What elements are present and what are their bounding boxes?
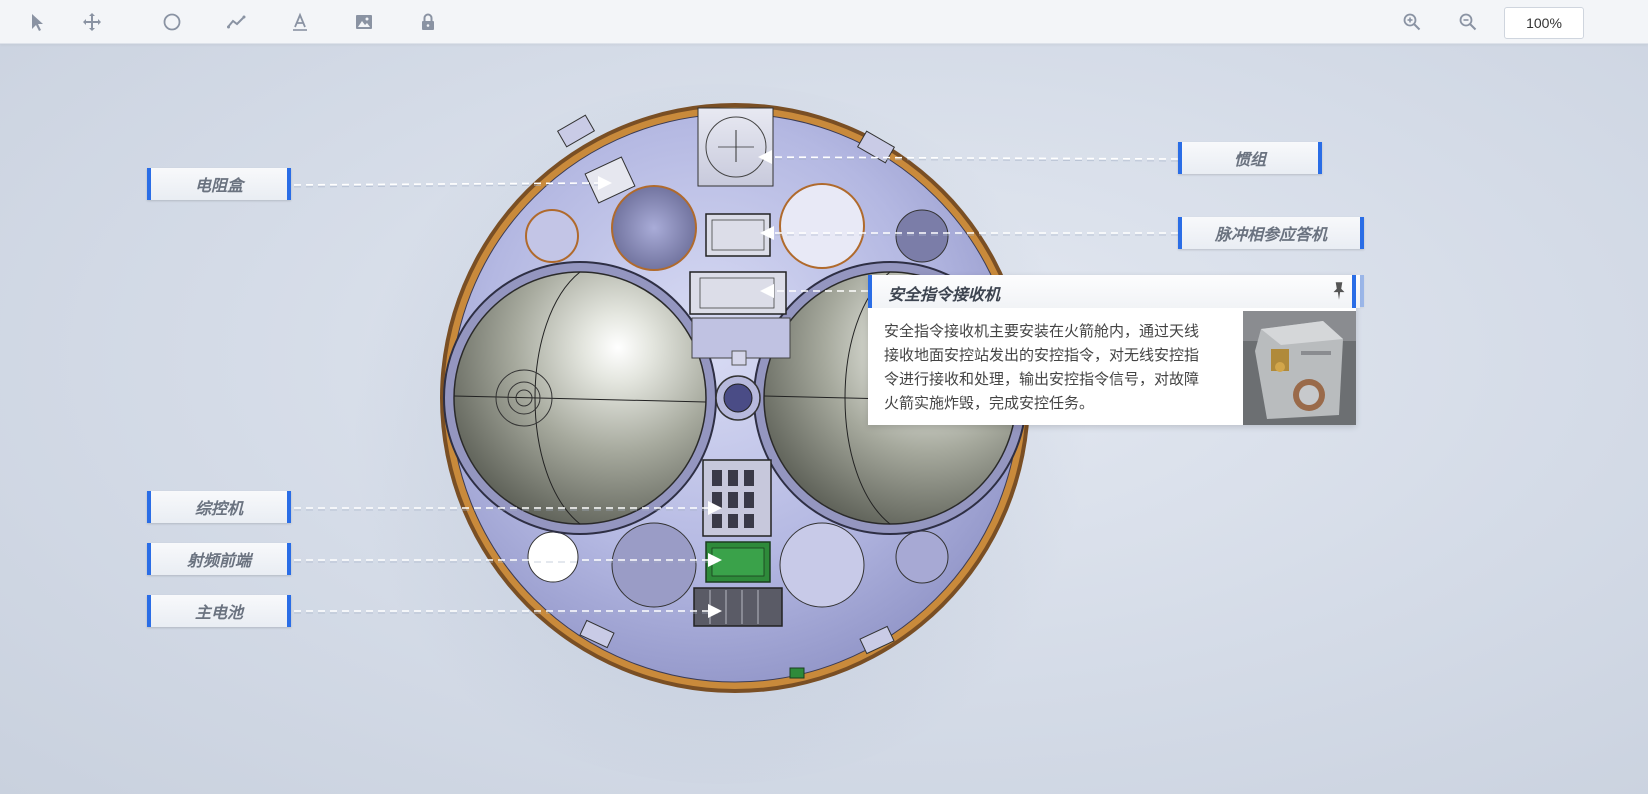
label-main-battery[interactable]: 主电池	[147, 595, 291, 627]
central-connector	[731, 350, 747, 366]
zoom-level-input[interactable]: 100%	[1504, 7, 1584, 39]
info-card-line: 接收地面安控站发出的安控指令，对无线安控指	[884, 346, 1200, 364]
arrow-integrated-controller	[708, 501, 722, 515]
main-battery-box	[693, 587, 783, 627]
component-photo	[1243, 311, 1356, 425]
pulse-transponder-box	[705, 213, 771, 257]
polyline-icon[interactable]	[224, 10, 248, 34]
toolbar: 100%	[0, 0, 1648, 44]
green-connector	[789, 667, 805, 679]
left-tank-port	[495, 369, 553, 427]
leader-arrowheads	[598, 150, 774, 618]
lock-icon[interactable]	[416, 10, 440, 34]
info-card-right-accent	[1352, 275, 1356, 308]
zoom-out-icon[interactable]	[1456, 10, 1480, 34]
label-inertial-group[interactable]: 惯组	[1178, 142, 1322, 174]
arrow-rf-frontend	[708, 553, 722, 567]
info-card-header: 安全指令接收机	[868, 275, 1360, 308]
info-card-safety-receiver: 安全指令接收机 安全指令接收机主要安装在火箭舱内，通过天线 接收地面安控站发出的…	[868, 275, 1360, 425]
arrow-resistor-box	[598, 176, 612, 190]
info-card-line: 火箭实施炸毁，完成安控任务。	[884, 394, 1095, 412]
image-icon[interactable]	[352, 10, 376, 34]
info-card-title: 安全指令接收机	[888, 285, 1001, 304]
left-propellant-tank	[453, 271, 707, 525]
info-card-line: 安全指令接收机主要安装在火箭舱内，通过天线	[884, 322, 1200, 340]
select-arrow-icon[interactable]	[25, 10, 49, 34]
zoom-in-icon[interactable]	[1400, 10, 1424, 34]
circle-icon[interactable]	[160, 10, 184, 34]
leader-lines	[281, 156, 1179, 612]
text-icon[interactable]	[288, 10, 312, 34]
arrow-main-battery	[708, 604, 722, 618]
central-hub-core	[723, 383, 753, 413]
label-resistor-box[interactable]: 电阻盒	[147, 168, 291, 200]
arrow-pulse-transponder	[760, 226, 774, 240]
info-card-description: 安全指令接收机主要安装在火箭舱内，通过天线 接收地面安控站发出的安控指令，对无线…	[884, 319, 1226, 415]
rim-brackets	[448, 114, 896, 655]
resistor-box	[584, 156, 636, 204]
label-rf-frontend[interactable]: 射频前端	[147, 543, 291, 575]
pin-icon[interactable]	[1328, 280, 1350, 302]
info-card-line: 令进行接收和处理，输出安控指令信号，对故障	[884, 370, 1200, 388]
label-integrated-controller[interactable]: 综控机	[147, 491, 291, 523]
arrow-inertial-group	[758, 150, 772, 164]
lightening-holes	[525, 183, 949, 608]
controller-connectors	[712, 470, 754, 528]
arrow-safety-receiver	[760, 284, 774, 298]
leader-line-shadows	[281, 158, 1179, 614]
inertial-group-dial	[705, 116, 767, 178]
move-icon[interactable]	[80, 10, 104, 34]
label-pulse-transponder[interactable]: 脉冲相参应答机	[1178, 217, 1364, 249]
